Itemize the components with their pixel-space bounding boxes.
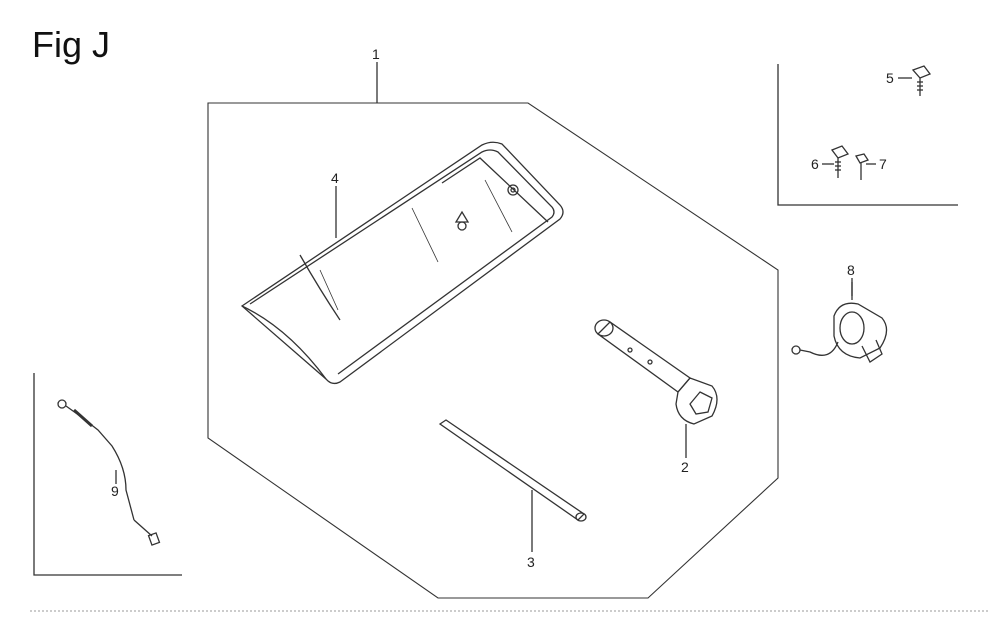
figure-title: Fig J bbox=[32, 24, 111, 65]
bolt-5 bbox=[911, 65, 932, 96]
bolt-7 bbox=[855, 153, 869, 180]
spark-plug-wrench bbox=[594, 319, 718, 425]
callout-2: 2 bbox=[681, 459, 689, 475]
cable-9 bbox=[57, 399, 161, 546]
wrench-handle-rod bbox=[438, 419, 587, 522]
bolts-bracket bbox=[777, 64, 958, 206]
switch-assembly-8 bbox=[791, 282, 888, 363]
tool-bag bbox=[240, 141, 564, 385]
tool-kit-outline bbox=[207, 102, 779, 599]
callout-5: 5 bbox=[886, 70, 894, 86]
callout-8: 8 bbox=[847, 262, 855, 278]
callout-9: 9 bbox=[111, 483, 119, 499]
bolt-6 bbox=[830, 145, 850, 178]
callout-1: 1 bbox=[372, 46, 380, 62]
callout-4: 4 bbox=[331, 170, 339, 186]
cable-bracket bbox=[33, 373, 182, 576]
callout-6: 6 bbox=[811, 156, 819, 172]
callout-3: 3 bbox=[527, 554, 535, 570]
callout-7: 7 bbox=[879, 156, 887, 172]
